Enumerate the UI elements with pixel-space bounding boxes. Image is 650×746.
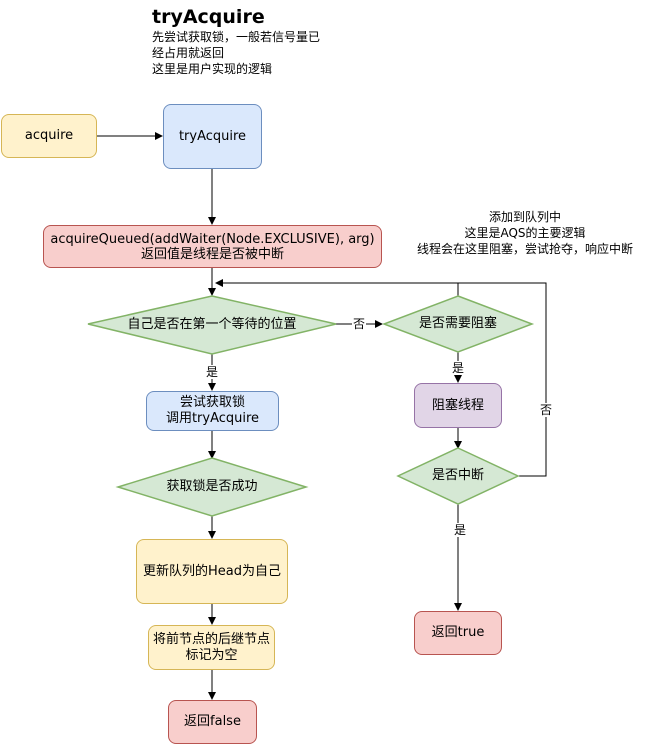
decision-got-lock — [115, 457, 309, 517]
return-false-label: 返回false — [184, 714, 241, 729]
clear-next-sublabel: 标记为空 — [185, 647, 238, 663]
return-true-node[interactable]: 返回true — [414, 611, 502, 655]
note-line: 添加到队列中 — [488, 210, 561, 224]
note-line: 这里是用户实现的逻辑 — [152, 62, 273, 76]
decision-need-park — [381, 295, 535, 353]
edge-label-yes: 是 — [451, 361, 466, 375]
acquire-node[interactable]: acquire — [1, 114, 97, 158]
is-first-label[interactable]: 自己是否在第一个等待的位置 — [127, 317, 297, 332]
acquire-queued-label: acquireQueued(addWaiter(Node.EXCLUSIVE),… — [50, 231, 375, 247]
try-lock-label: 尝试获取锁 — [179, 395, 245, 410]
acquire-label: acquire — [24, 128, 74, 143]
edge-label-no: 否 — [352, 317, 367, 331]
try-acquire-node[interactable]: tryAcquire — [163, 104, 262, 169]
edge-label-no: 否 — [539, 403, 554, 417]
try-acquire-label: tryAcquire — [178, 128, 247, 144]
note-line: 先尝试获取锁，一般若信号量已 — [152, 30, 321, 44]
clear-next-node[interactable]: 将前节点的后继节点 标记为空 — [148, 625, 275, 670]
park-thread-label: 阻塞线程 — [431, 397, 484, 413]
need-park-label[interactable]: 是否需要阻塞 — [418, 316, 497, 331]
park-thread-node[interactable]: 阻塞线程 — [414, 383, 502, 428]
try-acquire-note: 先尝试获取锁，一般若信号量已 经占用就返回 这里是用户实现的逻辑 — [152, 29, 320, 77]
edge-needpark-loop — [215, 279, 459, 296]
decision-interrupted — [396, 447, 520, 505]
set-head-node[interactable]: 更新队列的Head为自己 — [136, 539, 288, 604]
edge-label-yes: 是 — [453, 523, 468, 537]
edge-label-yes: 是 — [205, 365, 220, 379]
try-lock-sublabel: 调用tryAcquire — [165, 411, 260, 426]
note-line: 线程会在这里阻塞，尝试抢夺，响应中断 — [416, 242, 633, 256]
acquire-queued-sublabel: 返回值是线程是否被中断 — [140, 246, 284, 262]
set-head-label: 更新队列的Head为自己 — [143, 563, 281, 579]
interrupted-label[interactable]: 是否中断 — [431, 468, 484, 483]
acquire-queued-node[interactable]: acquireQueued(addWaiter(Node.EXCLUSIVE),… — [43, 225, 382, 268]
edge-interrupted-no-loop — [458, 282, 547, 477]
return-true-label: 返回true — [431, 625, 485, 640]
enqueue-note: 添加到队列中 这里是AQS的主要逻辑 线程会在这里阻塞，尝试抢夺，响应中断 — [400, 209, 650, 257]
clear-next-label: 将前节点的后继节点 — [152, 631, 270, 647]
diagram-title: tryAcquire — [152, 6, 265, 28]
note-line: 经占用就返回 — [152, 46, 225, 60]
try-lock-node[interactable]: 尝试获取锁 调用tryAcquire — [146, 391, 279, 431]
got-lock-label[interactable]: 获取锁是否成功 — [166, 479, 258, 494]
note-line: 这里是AQS的主要逻辑 — [464, 226, 586, 240]
decision-is-first — [87, 295, 337, 355]
return-false-node[interactable]: 返回false — [168, 700, 257, 744]
